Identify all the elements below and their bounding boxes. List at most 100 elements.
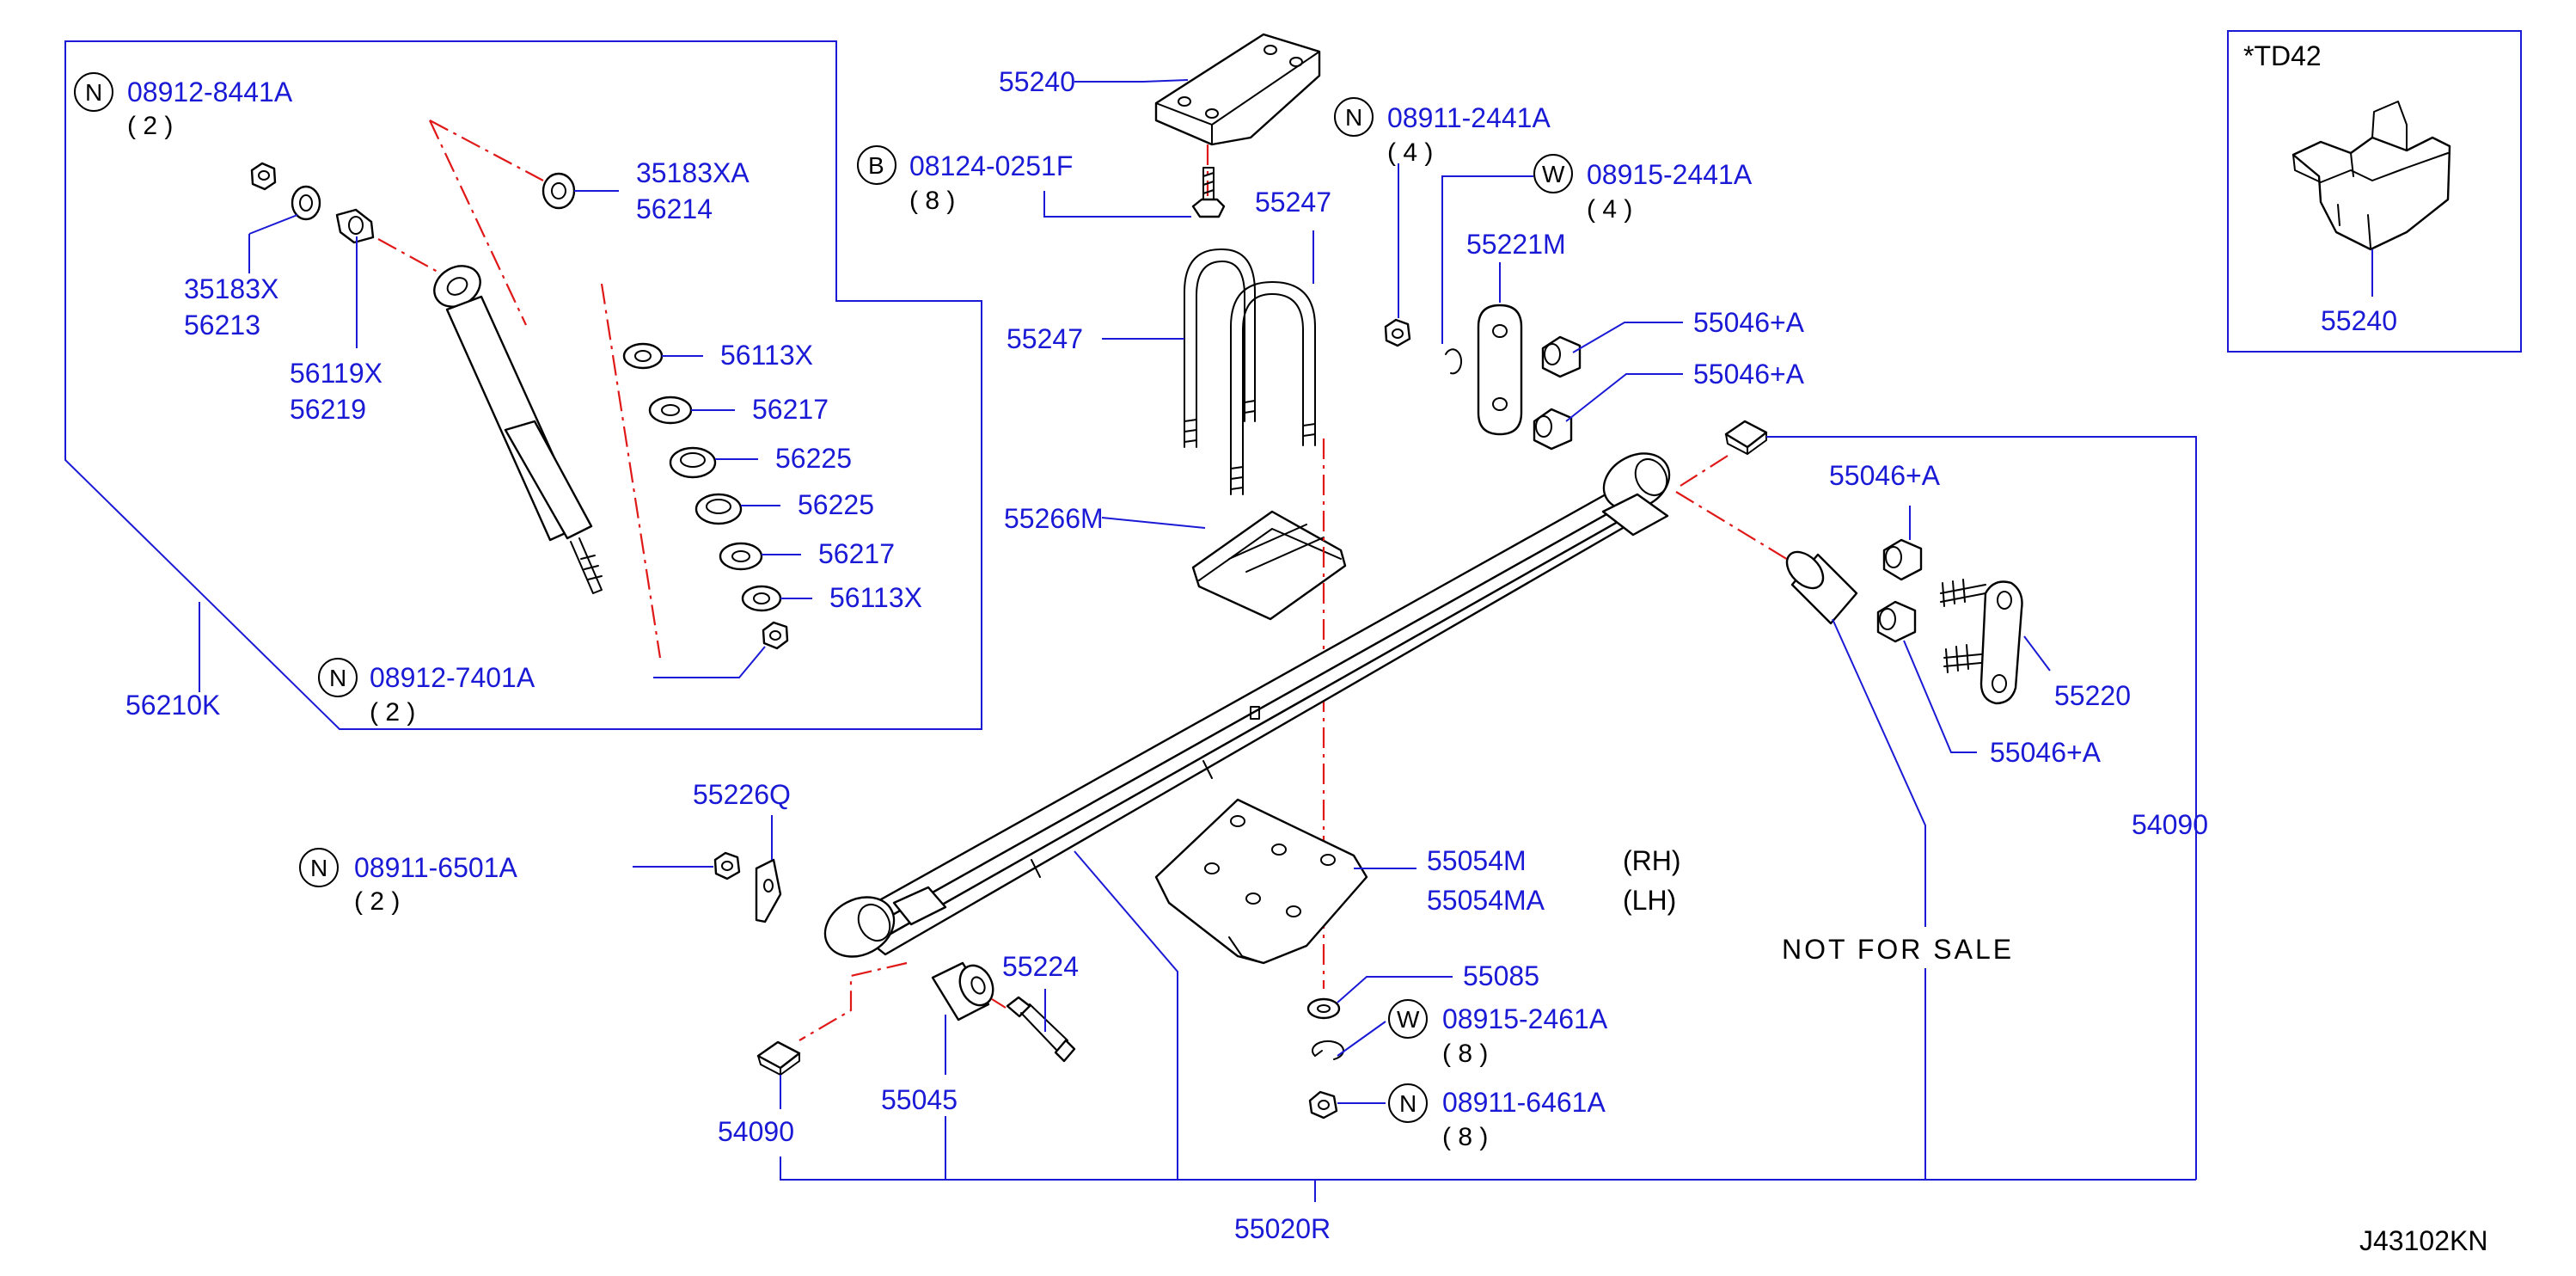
bumper-54090-right[interactable] <box>1724 420 1768 455</box>
label-55046-a2[interactable]: 55046+A <box>1693 359 1805 390</box>
svg-text:( 8 ): ( 8 ) <box>909 187 955 215</box>
label-55046-a4[interactable]: 55046+A <box>1990 737 2102 768</box>
not-for-sale-note: NOT FOR SALE <box>1782 934 2014 965</box>
bushing-55045[interactable] <box>931 960 999 1021</box>
inset-part-label[interactable]: 55240 <box>2321 305 2397 336</box>
callout-08912-7401A[interactable]: N 08912-7401A ( 2 ) <box>318 658 535 727</box>
label-55224[interactable]: 55224 <box>1002 951 1079 982</box>
bushing-55046-top <box>1541 335 1582 378</box>
bracket-55226Q[interactable] <box>755 858 782 923</box>
callout-08912-8441A[interactable]: N 08912-8441A ( 2 ) <box>74 72 293 140</box>
svg-text:08915-2441A: 08915-2441A <box>1587 159 1753 190</box>
callout-08911-6461A[interactable]: N 08911-6461A ( 8 ) <box>1388 1083 1606 1151</box>
washer-56113X-bottom <box>741 585 782 612</box>
shackle-plate-55221M[interactable] <box>1477 304 1523 436</box>
nut-icon <box>1384 318 1411 347</box>
label-55220[interactable]: 55220 <box>2054 680 2131 711</box>
label-55221M[interactable]: 55221M <box>1466 229 1566 260</box>
svg-text:08912-7401A: 08912-7401A <box>370 662 535 693</box>
svg-text:( 8 ): ( 8 ) <box>1442 1040 1488 1068</box>
bushing-35183XA <box>542 172 576 210</box>
label-35183X[interactable]: 35183X <box>184 273 278 304</box>
bushing-rear-eye <box>1785 550 1858 625</box>
svg-text:( 2 ): ( 2 ) <box>370 698 415 727</box>
svg-text:N: N <box>1399 1090 1416 1117</box>
bushing-56119X <box>335 208 375 244</box>
callout-08911-2441A[interactable]: N 08911-2441A ( 4 ) <box>1334 97 1551 167</box>
shock-absorber-group: N 08912-8441A ( 2 ) 35183X 56213 56119X … <box>64 40 982 730</box>
u-bolt-55247-back[interactable] <box>1230 281 1316 495</box>
bushing-56225-top <box>669 446 717 479</box>
label-56113X-a[interactable]: 56113X <box>720 340 813 371</box>
bushing-55046-mid <box>1533 408 1573 451</box>
svg-text:W: W <box>1397 1006 1420 1033</box>
svg-text:( 2 ): ( 2 ) <box>127 112 173 140</box>
washer-56113X-top <box>622 342 664 370</box>
inset-spring-seat-part[interactable] <box>2291 101 2451 251</box>
washer-56217-bottom <box>719 542 763 571</box>
label-56217-a[interactable]: 56217 <box>752 394 829 425</box>
svg-text:N: N <box>329 665 346 691</box>
spring-seat-55240[interactable] <box>1154 33 1321 146</box>
svg-text:08124-0251F: 08124-0251F <box>909 150 1073 181</box>
svg-text:08911-6461A: 08911-6461A <box>1442 1087 1606 1118</box>
lock-washer-08915-2441A <box>1445 348 1463 375</box>
lock-washer-08915-2461A <box>1311 1040 1344 1060</box>
label-55046-a1[interactable]: 55046+A <box>1693 307 1805 338</box>
callout-08124-0251F[interactable]: B 08124-0251F ( 8 ) <box>857 145 1073 215</box>
label-54090-left[interactable]: 54090 <box>718 1116 794 1147</box>
svg-text:08915-2461A: 08915-2461A <box>1442 1003 1608 1034</box>
label-56225-a[interactable]: 56225 <box>775 443 852 474</box>
leaf-spring-55020R[interactable] <box>815 443 1680 968</box>
callout-08911-6501A[interactable]: N 08911-6501A ( 2 ) <box>299 848 517 916</box>
label-55054M[interactable]: 55054M <box>1427 845 1527 876</box>
callout-08915-2461A[interactable]: W 08915-2461A ( 8 ) <box>1388 999 1608 1068</box>
svg-text:N: N <box>1345 104 1362 131</box>
bushing-56225-bottom <box>694 493 743 525</box>
svg-text:W: W <box>1542 161 1565 187</box>
label-56113X-b[interactable]: 56113X <box>829 582 922 613</box>
bushing-55046-upper-right <box>1882 538 1923 581</box>
svg-text:( 4 ): ( 4 ) <box>1387 138 1433 167</box>
label-56214[interactable]: 56214 <box>636 193 713 224</box>
spring-plate-55054M[interactable] <box>1154 798 1368 965</box>
label-55247-top[interactable]: 55247 <box>1255 187 1331 218</box>
nut-icon <box>1308 1090 1338 1120</box>
label-56217-b[interactable]: 56217 <box>818 538 895 569</box>
label-55226Q[interactable]: 55226Q <box>693 779 791 810</box>
label-side-lh: (LH) <box>1623 885 1676 916</box>
label-55045[interactable]: 55045 <box>881 1084 958 1115</box>
svg-text:( 2 ): ( 2 ) <box>354 887 400 916</box>
svg-text:( 4 ): ( 4 ) <box>1587 195 1632 224</box>
label-35183XA[interactable]: 35183XA <box>636 157 750 188</box>
label-54090-right[interactable]: 54090 <box>2132 809 2208 840</box>
callout-08915-2441A[interactable]: W 08915-2441A ( 4 ) <box>1533 154 1753 224</box>
nut-icon <box>762 621 789 650</box>
label-55020R[interactable]: 55020R <box>1234 1213 1331 1244</box>
bumper-54090-left[interactable] <box>756 1040 801 1076</box>
svg-text:08911-6501A: 08911-6501A <box>354 852 517 883</box>
label-55247-left[interactable]: 55247 <box>1007 323 1083 354</box>
label-56119X[interactable]: 56119X <box>290 358 382 389</box>
svg-text:08911-2441A: 08911-2441A <box>1387 102 1551 133</box>
label-55046-a3[interactable]: 55046+A <box>1829 460 1941 491</box>
label-56213[interactable]: 56213 <box>184 310 260 340</box>
label-55240[interactable]: 55240 <box>999 66 1075 97</box>
svg-text:B: B <box>868 152 884 179</box>
washer-35183X <box>291 185 321 221</box>
spacer-55266M[interactable] <box>1191 510 1347 621</box>
label-56219[interactable]: 56219 <box>290 394 366 425</box>
bolt-55224[interactable] <box>1006 996 1076 1063</box>
label-56210K[interactable]: 56210K <box>125 690 220 721</box>
shackle-55220[interactable] <box>1940 579 2023 705</box>
label-55054MA[interactable]: 55054MA <box>1427 885 1545 916</box>
label-56225-b[interactable]: 56225 <box>798 489 874 520</box>
label-55085[interactable]: 55085 <box>1463 960 1539 991</box>
washer-56217-top <box>648 396 693 425</box>
shock-absorber-56210K[interactable] <box>427 258 603 594</box>
label-55266M[interactable]: 55266M <box>1004 503 1104 534</box>
nut-icon <box>713 851 741 880</box>
u-bolt-55247-front[interactable] <box>1184 248 1256 448</box>
washer-55085 <box>1306 997 1341 1020</box>
